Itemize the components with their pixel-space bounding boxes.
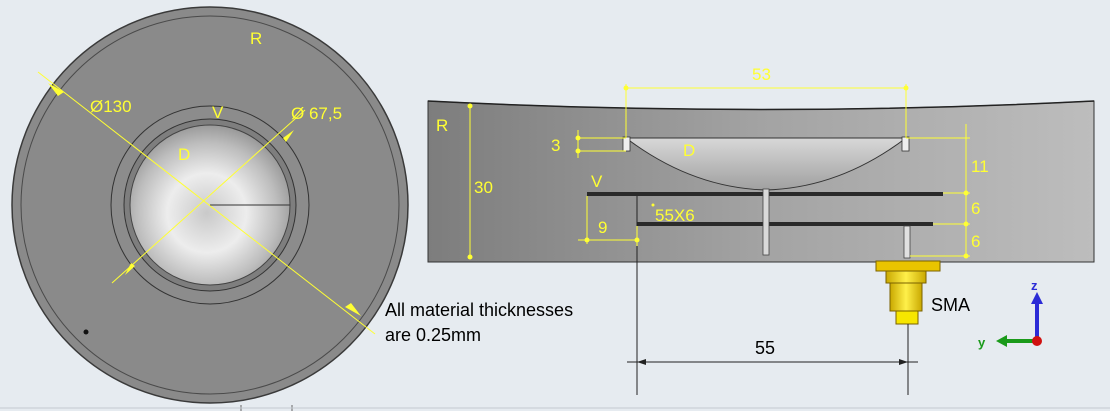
dim-9: 9	[598, 218, 607, 237]
top-label-d: D	[178, 145, 190, 164]
side-dimension-dots	[467, 85, 969, 260]
dim-arrow	[899, 359, 908, 365]
dim-55: 55	[755, 338, 775, 358]
dim-55-lines	[627, 246, 918, 395]
top-label-v: V	[212, 103, 224, 122]
plate-lower	[637, 222, 933, 226]
dim-arrow	[125, 263, 135, 275]
feed-probe	[762, 188, 770, 256]
dim-arrow	[48, 83, 64, 96]
note-line-1: All material thicknesses	[385, 300, 573, 320]
side-label-r: R	[436, 116, 448, 135]
dim-6-upper: 6	[971, 199, 980, 218]
dim-6-lower: 6	[971, 232, 980, 251]
dim-30: 30	[474, 178, 493, 197]
sma-flange	[875, 260, 941, 272]
dish-rim-left	[622, 136, 631, 152]
top-label-r: R	[250, 29, 262, 48]
y-arrow-icon	[996, 335, 1007, 347]
axis-triad: z y	[978, 278, 1043, 350]
sma-connector	[875, 260, 941, 325]
sma-thread	[889, 282, 923, 312]
mount-hole	[83, 329, 89, 335]
outer-ring-edge	[20, 15, 400, 395]
dim-line-outer-diameter	[37, 71, 376, 335]
dim-inner-diameter: Ø 67,5	[291, 104, 342, 123]
dim-11: 11	[971, 157, 989, 176]
sma-tip	[895, 310, 919, 325]
label-sma: SMA	[931, 295, 970, 315]
dim-arrow	[345, 303, 361, 316]
axis-label-y: y	[978, 335, 986, 350]
axis-label-z: z	[1031, 278, 1038, 293]
dim-line-inner-diameter	[111, 109, 306, 284]
top-view: R V D Ø130 Ø 67,5	[11, 6, 409, 404]
dim-3: 3	[551, 136, 560, 155]
dim-arrow	[637, 359, 646, 365]
x-axis-icon	[1032, 336, 1042, 346]
side-label-d: D	[683, 141, 695, 160]
side-label-v: V	[591, 172, 603, 191]
dim-slot: 55X6	[655, 206, 695, 225]
dim-arrow	[283, 130, 294, 142]
side-view: R V D 53 30 3 11 6 6 9 55X6 55 SMA	[427, 65, 1095, 395]
feed-pin	[903, 225, 911, 259]
dim-outer-diameter: Ø130	[90, 97, 132, 116]
note-line-2: are 0.25mm	[385, 325, 481, 345]
z-arrow-icon	[1031, 292, 1043, 304]
dim-53: 53	[752, 65, 771, 84]
sma-body	[885, 270, 927, 284]
side-top-edge	[427, 100, 1095, 111]
dish-rim-right	[901, 136, 910, 152]
